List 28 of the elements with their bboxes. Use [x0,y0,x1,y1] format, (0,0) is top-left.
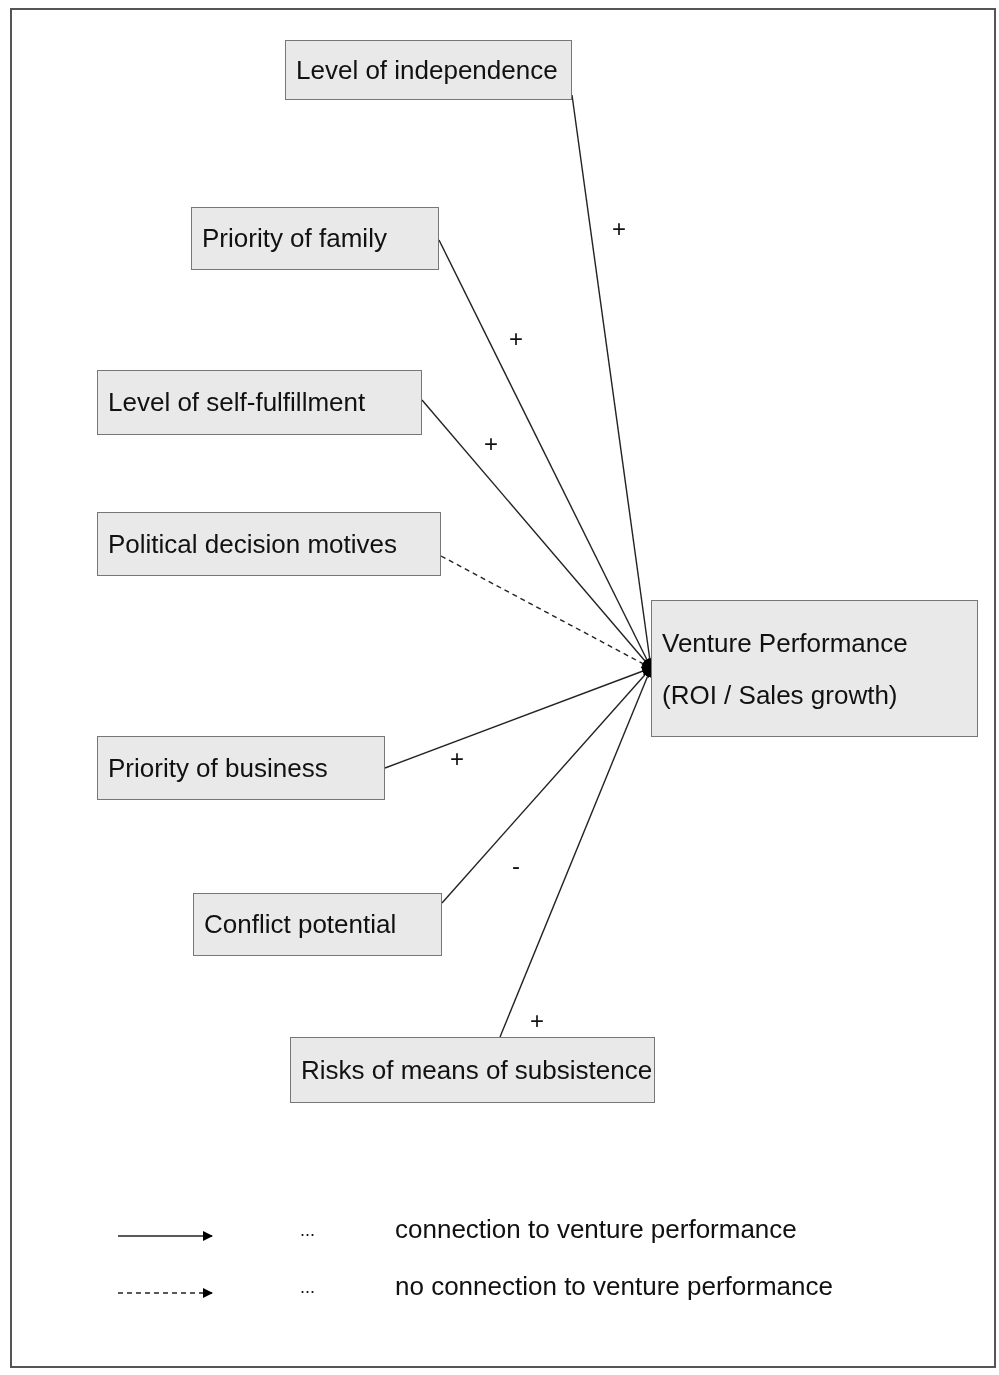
factor-box [193,893,442,956]
factor-box [97,370,422,435]
ellipsis-text: ... [300,1220,315,1241]
factor-box [285,40,572,100]
factor-box [651,600,978,737]
legend-text: no connection to venture performance [395,1271,833,1302]
factor-box [191,207,439,270]
arrow [440,555,652,669]
factor-box [97,736,385,800]
factor-box [290,1037,655,1103]
node-label: Level of self-fulfillment [108,387,366,418]
node-label: Level of independence [296,54,558,86]
node-label: Risks of means of subsistence [301,1054,653,1086]
factor-box [97,512,441,576]
ellipsis-text: ... [300,1277,315,1298]
edge-label: + [612,215,626,243]
edge-label: - [512,852,520,880]
edge-label: + [509,325,523,353]
node-label: Priority of business [108,752,328,784]
node-label: Conflict potential [204,909,397,940]
node-label: Priority of family [202,223,387,254]
node-label: Venture Performance (ROI / Sales growth) [662,626,909,712]
edge-label: + [450,745,464,773]
node-label: Political decision motives [108,528,397,560]
legend-text: connection to venture performance [395,1214,797,1245]
arrow [384,666,652,769]
edge-label: + [530,1007,544,1035]
edge-label: + [484,430,498,458]
